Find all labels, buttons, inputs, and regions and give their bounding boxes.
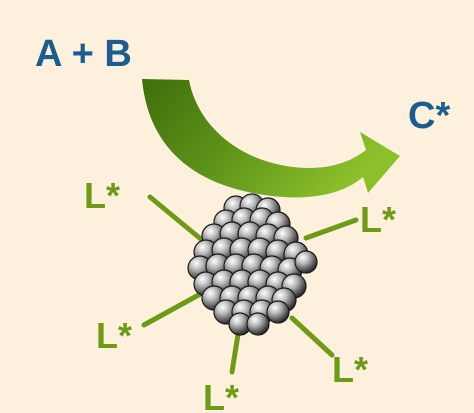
ligand-bond-right <box>303 217 359 241</box>
nanoparticle-cluster-icon <box>187 193 318 336</box>
product-label: C* <box>408 95 450 137</box>
ligand-label-left: L* <box>96 315 132 356</box>
cluster-atom <box>246 312 270 336</box>
cluster-atom <box>266 300 290 324</box>
ligand-bond-bottom-right <box>289 315 335 358</box>
cluster-atom <box>294 250 318 274</box>
ligand-bond-left <box>141 289 207 328</box>
reactants-label: A + B <box>35 33 132 75</box>
ligand-label-right: L* <box>360 199 396 240</box>
ligand-label-bottom-right: L* <box>332 349 368 390</box>
ligand-label-top-left: L* <box>84 175 120 216</box>
ligand-bond-top-left <box>147 194 205 243</box>
curved-arrow-icon <box>142 79 400 198</box>
ligand-label-bottom: L* <box>203 377 239 413</box>
